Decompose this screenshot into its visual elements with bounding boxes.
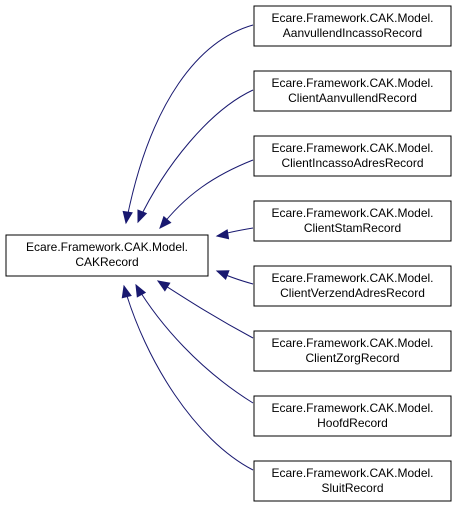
base-node-line2: CAKRecord — [75, 255, 138, 269]
arrowhead-icon — [215, 229, 230, 240]
inheritance-edge — [135, 284, 254, 404]
derived-node-line1: Ecare.Framework.CAK.Model. — [271, 206, 433, 220]
arrowhead-icon — [156, 280, 171, 292]
edges — [121, 24, 254, 471]
derived-node[interactable]: Ecare.Framework.CAK.Model. ClientAanvull… — [253, 70, 452, 112]
derived-node-line2: ClientIncassoAdresRecord — [281, 156, 423, 170]
derived-node[interactable]: Ecare.Framework.CAK.Model. HoofdRecord — [253, 395, 452, 437]
derived-node-line2: ClientAanvullendRecord — [288, 91, 417, 105]
base-node-line1: Ecare.Framework.CAK.Model. — [26, 240, 188, 254]
arrowhead-icon — [137, 209, 148, 224]
derived-node[interactable]: Ecare.Framework.CAK.Model. ClientIncasso… — [253, 135, 452, 177]
derived-node-line1: Ecare.Framework.CAK.Model. — [271, 76, 433, 90]
derived-node-line1: Ecare.Framework.CAK.Model. — [271, 466, 433, 480]
derived-node-line2: SluitRecord — [321, 481, 383, 495]
derived-node-line1: Ecare.Framework.CAK.Model. — [271, 11, 433, 25]
inheritance-edge — [159, 159, 254, 229]
derived-node-line1: Ecare.Framework.CAK.Model. — [271, 271, 433, 285]
derived-node-line1: Ecare.Framework.CAK.Model. — [271, 141, 433, 155]
arrowhead-icon — [215, 270, 230, 281]
inheritance-edge — [125, 24, 254, 224]
derived-node[interactable]: Ecare.Framework.CAK.Model. ClientVerzend… — [253, 265, 452, 307]
derived-node-line2: ClientZorgRecord — [305, 351, 399, 365]
arrowhead-icon — [135, 283, 147, 298]
arrowhead-icon — [159, 215, 172, 229]
arrowhead-icon — [122, 210, 133, 225]
derived-node[interactable]: Ecare.Framework.CAK.Model. ClientZorgRec… — [253, 330, 452, 372]
base-node[interactable]: Ecare.Framework.CAK.Model. CAKRecord — [5, 234, 209, 277]
derived-node[interactable]: Ecare.Framework.CAK.Model. AanvullendInc… — [253, 5, 452, 47]
derived-node-line2: ClientVerzendAdresRecord — [280, 286, 425, 300]
derived-node-line2: HoofdRecord — [317, 416, 388, 430]
arrowhead-icon — [121, 284, 132, 299]
inheritance-edge — [137, 89, 254, 223]
derived-node-line1: Ecare.Framework.CAK.Model. — [271, 336, 433, 350]
derived-node[interactable]: Ecare.Framework.CAK.Model. SluitRecord — [253, 460, 452, 502]
derived-node-line2: ClientStamRecord — [304, 221, 401, 235]
derived-node[interactable]: Ecare.Framework.CAK.Model. ClientStamRec… — [253, 200, 452, 242]
inheritance-edge — [123, 285, 254, 471]
inheritance-edge — [157, 280, 254, 339]
derived-node-line1: Ecare.Framework.CAK.Model. — [271, 401, 433, 415]
derived-node-line2: AanvullendIncassoRecord — [283, 26, 422, 40]
